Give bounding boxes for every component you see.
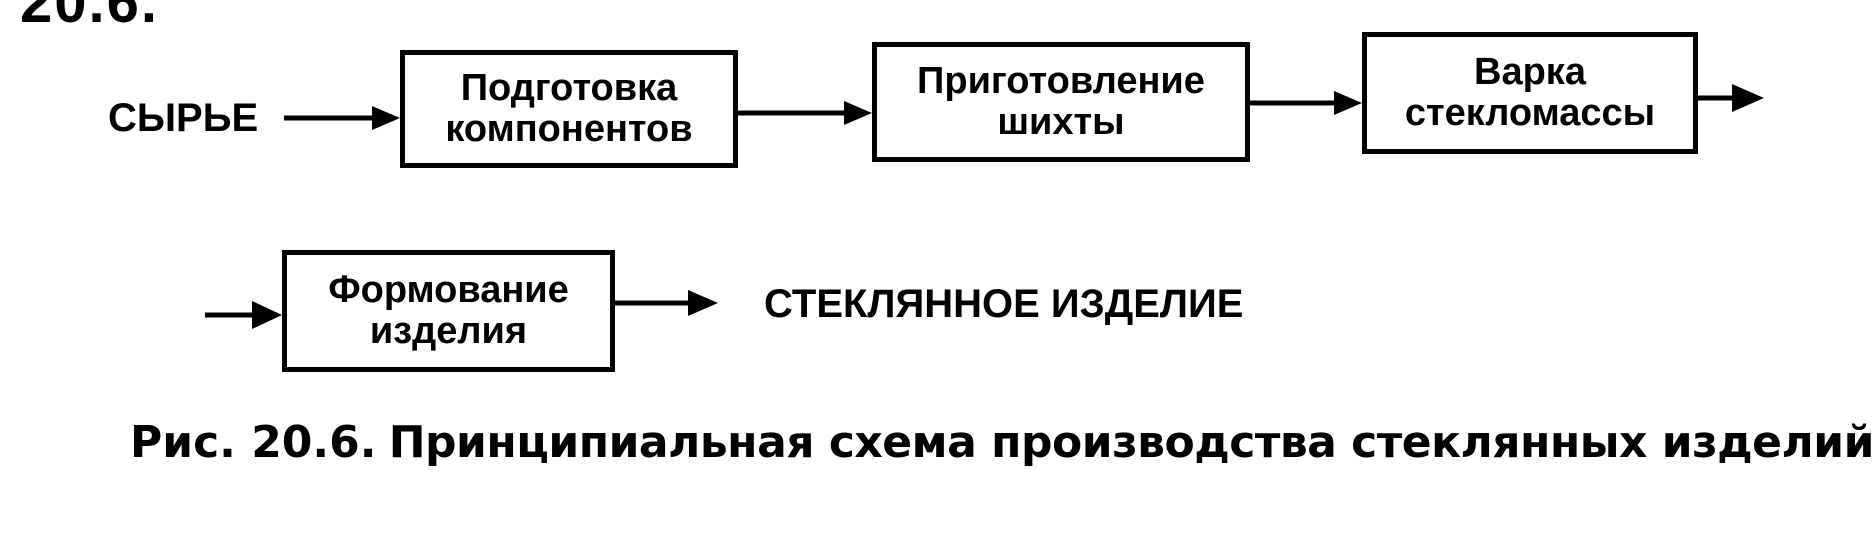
step-preparation-label: Подготовка компонентов — [445, 66, 693, 150]
step-melting: Варка стекломассы — [1362, 32, 1698, 154]
arrowhead-1 — [372, 106, 400, 130]
step-batch: Приготовление шихты — [872, 42, 1250, 162]
section-number-fragment: 20.6. — [20, 0, 159, 35]
step-preparation: Подготовка компонентов — [400, 50, 738, 168]
step-melting-label: Варка стекломассы — [1404, 50, 1656, 134]
arrowhead-4 — [1732, 84, 1764, 112]
input-label: СЫРЬЕ — [108, 96, 259, 140]
arrowhead-5 — [252, 301, 282, 329]
arrowhead-2 — [844, 101, 872, 125]
figure-title: Принципиальная схема производства стекля… — [388, 417, 1874, 468]
step-forming-label: Формование изделия — [328, 268, 569, 352]
step-batch-label: Приготовление шихты — [917, 59, 1205, 143]
figure-number: Рис. 20.6. — [130, 417, 377, 468]
output-label: СТЕКЛЯННОЕ ИЗДЕЛИЕ — [764, 282, 1244, 326]
arrowhead-3 — [1334, 91, 1362, 115]
step-forming: Формование изделия — [282, 250, 615, 372]
arrowhead-6 — [688, 290, 718, 316]
figure-caption: Рис. 20.6. Принципиальная схема производ… — [130, 421, 1874, 465]
